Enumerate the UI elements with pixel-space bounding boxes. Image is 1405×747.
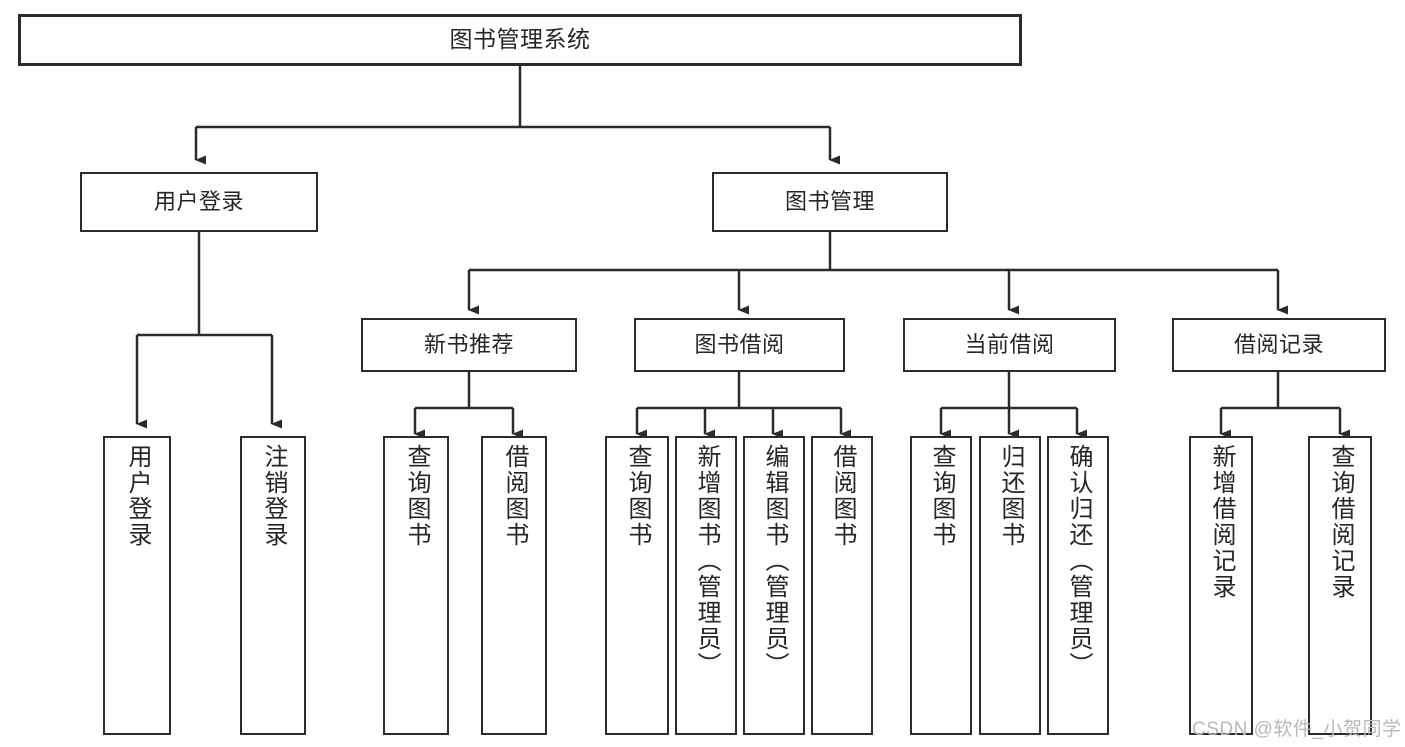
node-label: 新书推荐: [423, 331, 514, 357]
node-label: 新增借阅记录: [1208, 444, 1235, 600]
node-current-borrow[interactable]: 当前借阅: [903, 318, 1116, 372]
node-label: 图书借阅: [694, 331, 785, 357]
node-root-book-management-system[interactable]: 图书管理系统: [18, 14, 1022, 66]
csdn-watermark: CSDN @软件_小贺同学: [1192, 719, 1402, 740]
leaf-current-borrow-query[interactable]: 查询图书: [910, 436, 972, 735]
node-label: 借阅图书: [501, 444, 528, 548]
node-label: 注销登录: [260, 444, 287, 548]
node-label: 图书管理: [784, 188, 875, 214]
leaf-borrow-record-query[interactable]: 查询借阅记录: [1308, 436, 1372, 735]
leaf-user-login-signin[interactable]: 用户登录: [103, 436, 171, 735]
leaf-book-borrow-query[interactable]: 查询图书: [605, 436, 669, 735]
node-label: 借阅记录: [1233, 331, 1324, 357]
node-label: 借阅图书: [829, 444, 856, 548]
leaf-new-book-borrow[interactable]: 借阅图书: [481, 436, 547, 735]
node-label: 新增图书（管理员）: [693, 444, 720, 678]
node-book-borrow[interactable]: 图书借阅: [634, 318, 845, 372]
node-new-book-recommend[interactable]: 新书推荐: [361, 318, 577, 372]
node-label: 查询图书: [403, 444, 430, 548]
node-book-management[interactable]: 图书管理: [712, 172, 948, 232]
node-label: 图书管理系统: [449, 26, 591, 53]
node-label: 查询图书: [624, 444, 651, 548]
leaf-new-book-query[interactable]: 查询图书: [383, 436, 449, 735]
node-label: 用户登录: [124, 444, 151, 548]
leaf-current-borrow-return[interactable]: 归还图书: [979, 436, 1041, 735]
node-borrow-record[interactable]: 借阅记录: [1172, 318, 1386, 372]
node-label: 归还图书: [997, 444, 1024, 548]
node-label: 当前借阅: [964, 331, 1055, 357]
node-label: 用户登录: [153, 188, 244, 214]
leaf-book-borrow-add[interactable]: 新增图书（管理员）: [675, 436, 737, 735]
node-label: 查询借阅记录: [1327, 444, 1354, 600]
leaf-current-borrow-confirm-return[interactable]: 确认归还（管理员）: [1047, 436, 1109, 735]
node-user-login[interactable]: 用户登录: [80, 172, 318, 232]
node-label: 查询图书: [928, 444, 955, 548]
node-label: 确认归还（管理员）: [1065, 444, 1092, 678]
leaf-user-login-signout[interactable]: 注销登录: [240, 436, 306, 735]
leaf-book-borrow-edit[interactable]: 编辑图书（管理员）: [743, 436, 805, 735]
leaf-book-borrow-lend[interactable]: 借阅图书: [811, 436, 873, 735]
leaf-borrow-record-add[interactable]: 新增借阅记录: [1189, 436, 1253, 735]
node-label: 编辑图书（管理员）: [761, 444, 788, 678]
